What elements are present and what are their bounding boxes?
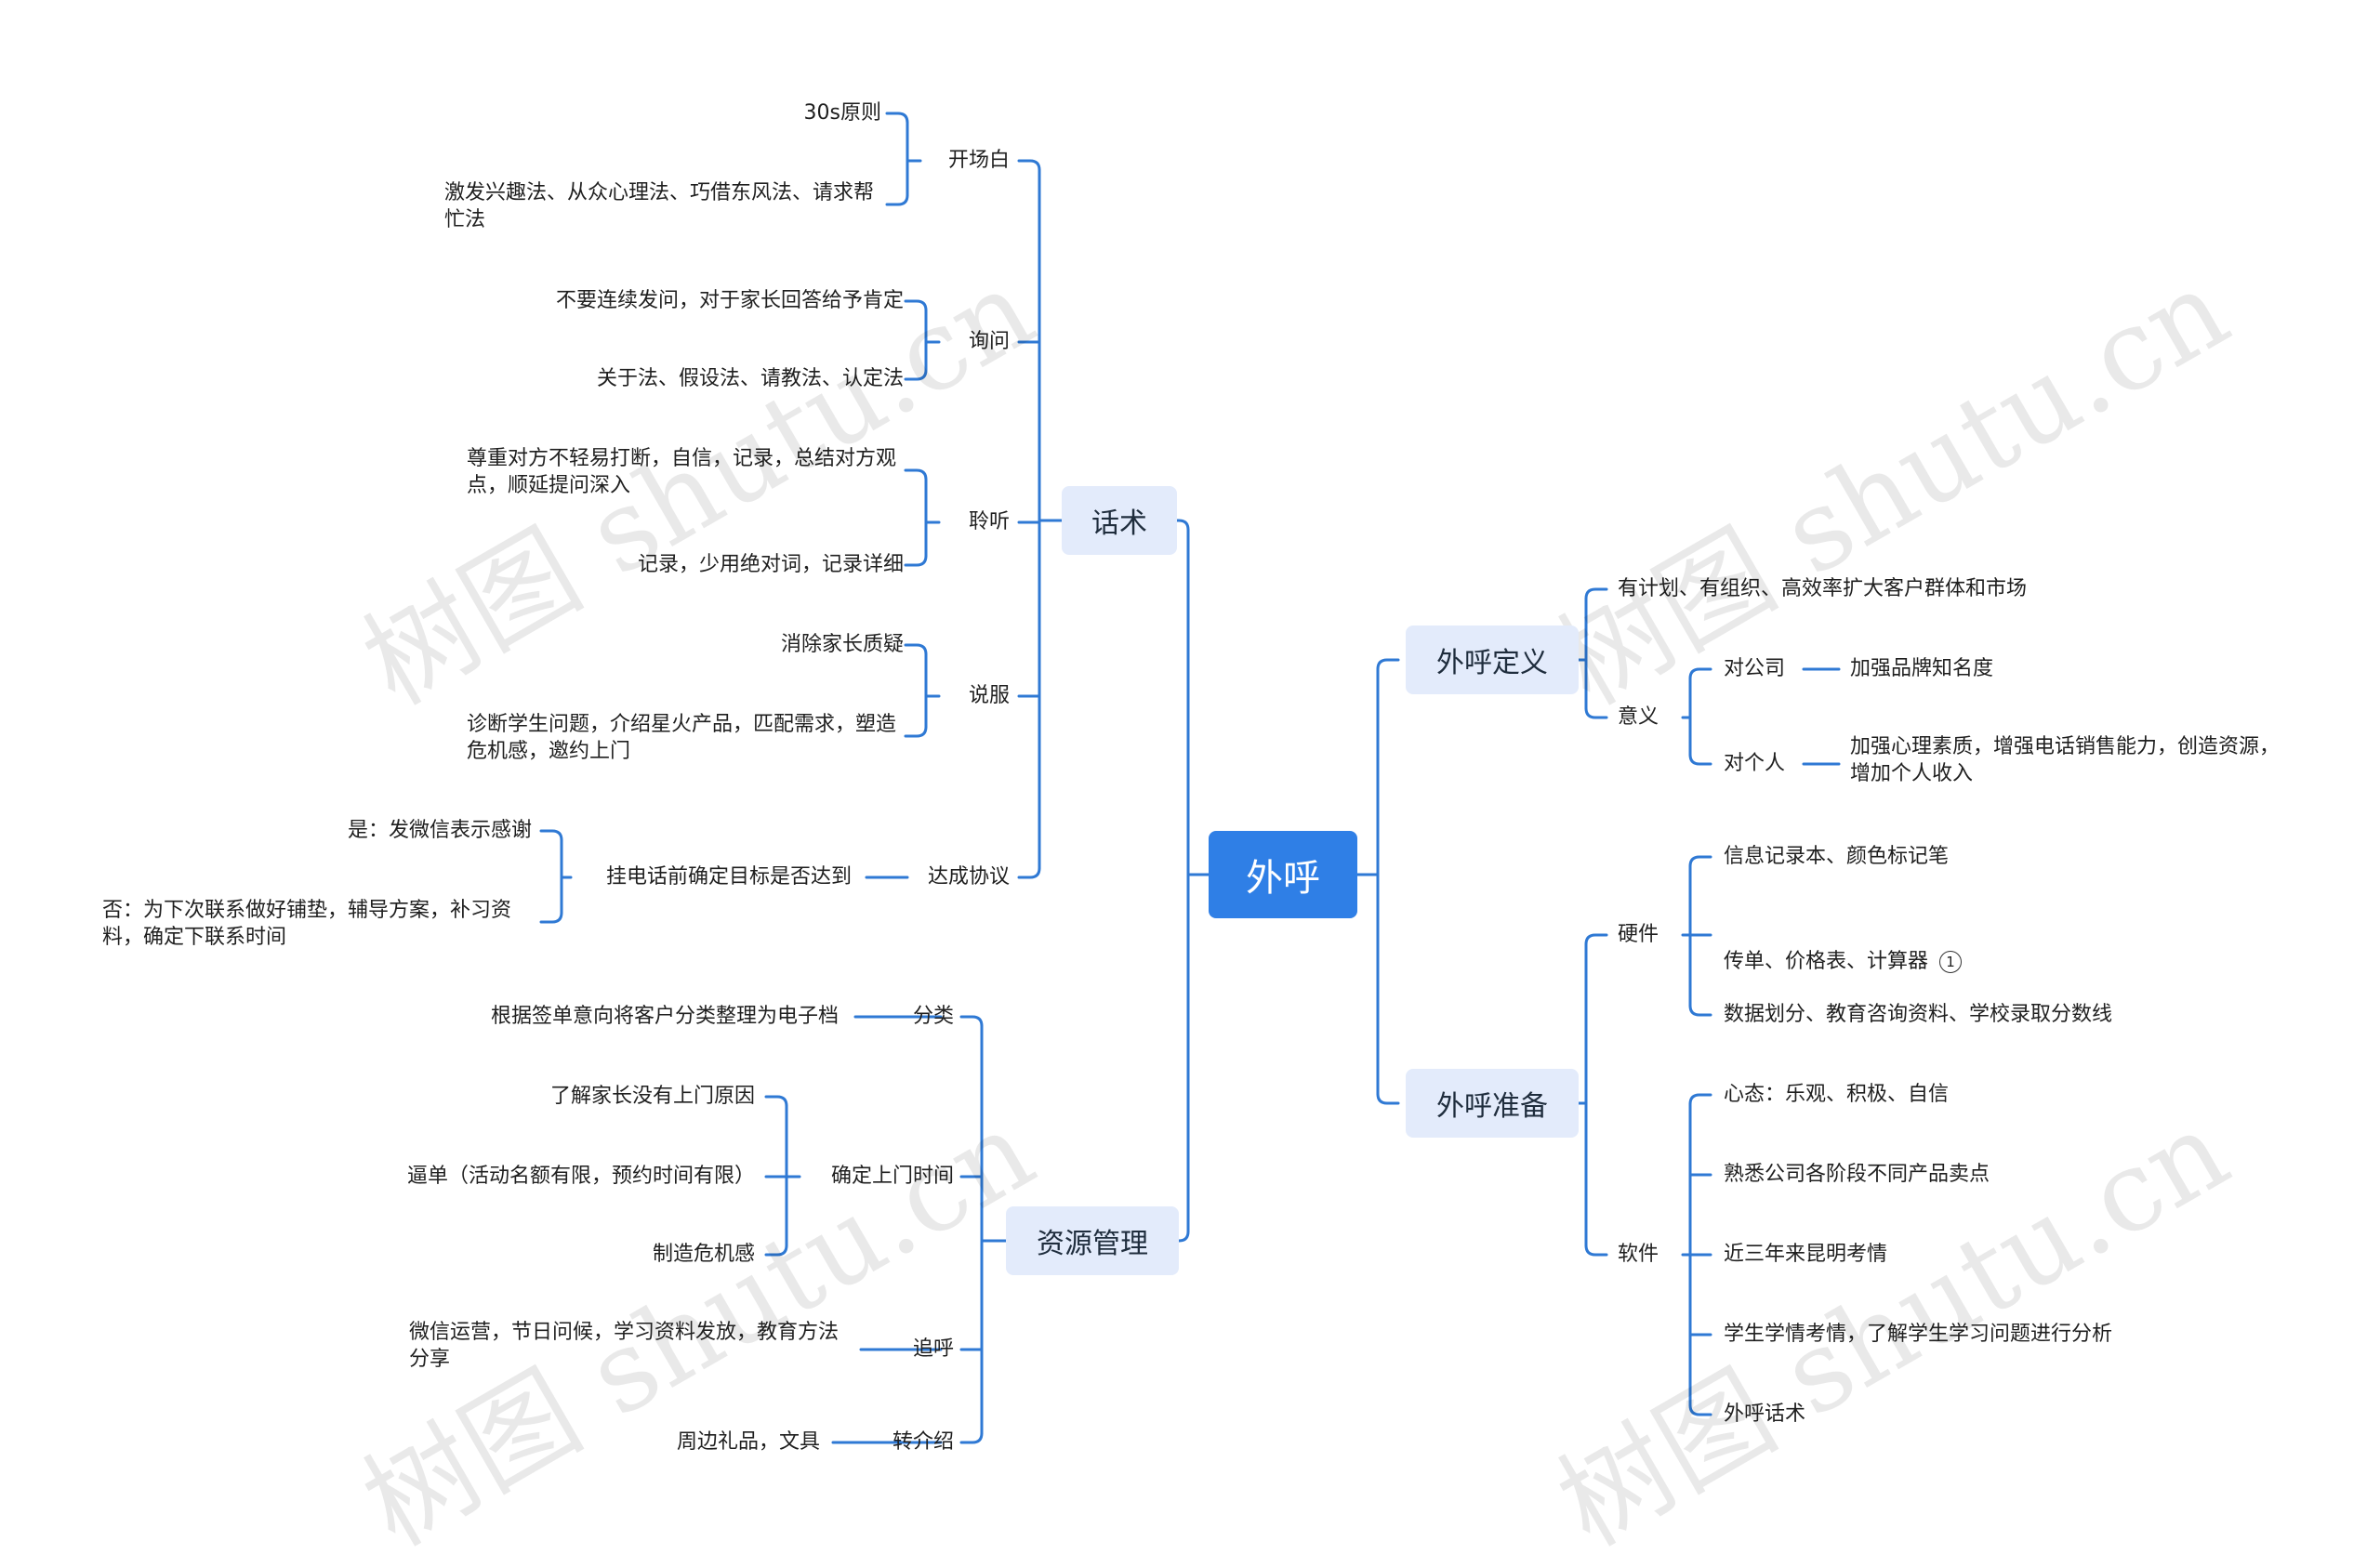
queding-branch xyxy=(764,1244,788,1257)
kaichangbai-branch xyxy=(885,193,909,206)
kaichangbai-branch xyxy=(885,112,909,125)
leaf-waihu-huashu: 外呼话术 xyxy=(1724,1403,1806,1426)
ruanjian-branch xyxy=(1688,1403,1712,1416)
leaf-jilu: 记录，少用绝对词，记录详细 xyxy=(637,553,904,576)
topic-fenlei[interactable]: 分类 xyxy=(912,1005,954,1028)
center-node[interactable]: 外呼 xyxy=(1209,831,1357,918)
leaf-fou: 否：为下次联系做好铺垫，辅导方案，补习资料，确定下联系时间 xyxy=(102,899,512,949)
leaf-shi: 是：发微信表示感谢 xyxy=(347,819,532,842)
lingting-branch xyxy=(904,468,928,481)
leaf-jifa: 激发兴趣法、从众心理法、巧借东风法、请求帮忙法 xyxy=(444,181,875,231)
leaf-liaojie: 了解家长没有上门原因 xyxy=(549,1085,755,1108)
topic-xunwen[interactable]: 询问 xyxy=(968,330,1010,353)
shuofu-branch xyxy=(904,643,928,656)
leaf-30s: 30s原则 xyxy=(803,101,881,125)
topic-ruanjian[interactable]: 软件 xyxy=(1618,1243,1659,1266)
xunwen-branch xyxy=(904,299,928,312)
topic-zhuihu[interactable]: 追呼 xyxy=(912,1337,954,1361)
branch-zhunbei[interactable]: 外呼准备 xyxy=(1406,1069,1579,1138)
leaf-zhizao: 制造危机感 xyxy=(652,1243,755,1266)
xunwen-branch xyxy=(904,368,928,381)
yingjian-branch xyxy=(1688,855,1712,868)
leaf-jiaqiang-pinpai: 加强品牌知名度 xyxy=(1850,657,1994,680)
leaf-shuxi: 熟悉公司各阶段不同产品卖点 xyxy=(1724,1163,1990,1186)
yingjian-branch xyxy=(1688,1004,1712,1017)
topic-kaichangbai[interactable]: 开场白 xyxy=(947,149,1010,172)
shuofu-branch xyxy=(904,725,928,738)
leaf-zhenduan: 诊断学生问题，介绍星火产品，匹配需求，塑造危机感，邀约上门 xyxy=(467,713,897,763)
leaf-jiaqiang-xinli: 加强心理素质，增强电话销售能力，创造资源，增加个人收入 xyxy=(1850,735,2281,785)
guadianhua-branch xyxy=(539,911,563,924)
topic-dacheng[interactable]: 达成协议 xyxy=(927,865,1010,889)
leaf-chuandan: 传单、价格表、计算器 1 xyxy=(1724,922,2151,975)
topic-queding[interactable]: 确定上门时间 xyxy=(830,1165,954,1188)
zhunbei-branch xyxy=(1584,1244,1608,1257)
leaf-xiaochu: 消除家长质疑 xyxy=(780,633,904,656)
topic-zhuanjieshao[interactable]: 转介绍 xyxy=(892,1430,954,1454)
leaf-xintai: 心态：乐观、积极、自信 xyxy=(1724,1083,1950,1106)
leaf-youjihua: 有计划、有组织、高效率扩大客户群体和市场 xyxy=(1618,577,2028,600)
ziyuan-branch xyxy=(959,1431,984,1444)
queding-branch xyxy=(764,1095,788,1108)
ruanjian-branch xyxy=(1688,1093,1712,1106)
yiyi-branch xyxy=(1688,753,1712,766)
center-left-branch xyxy=(1166,1230,1190,1243)
guadianhua-branch xyxy=(539,829,563,842)
ziyuan-branch xyxy=(959,1015,984,1028)
leaf-zhoubian: 周边礼品，文具 xyxy=(676,1430,820,1454)
dingyi-branch xyxy=(1584,587,1608,600)
note-badge-icon[interactable]: 1 xyxy=(1939,950,1963,973)
sub-duigongsi[interactable]: 对公司 xyxy=(1724,657,1786,680)
center-right-branch xyxy=(1376,1092,1400,1105)
leaf-shuju: 数据划分、教育咨询资料、学校录取分数线 xyxy=(1724,1003,2113,1026)
leaf-chuandan-text: 传单、价格表、计算器 xyxy=(1724,949,1929,973)
topic-lingting[interactable]: 聆听 xyxy=(968,510,1010,533)
huashu-branch xyxy=(1017,159,1041,172)
topic-yiyi[interactable]: 意义 xyxy=(1618,705,1659,729)
sub-duigeren[interactable]: 对个人 xyxy=(1724,752,1786,775)
leaf-guanyu: 关于法、假设法、请教法、认定法 xyxy=(596,367,904,390)
center-right-branch xyxy=(1376,658,1400,671)
sub-guadianhua[interactable]: 挂电话前确定目标是否达到 xyxy=(605,865,852,889)
lingting-branch xyxy=(904,554,928,567)
zhunbei-branch xyxy=(1584,933,1608,946)
leaf-zunzhong: 尊重对方不轻易打断，自信，记录，总结对方观点，顺延提问深入 xyxy=(467,447,897,497)
branch-dingyi[interactable]: 外呼定义 xyxy=(1406,626,1579,694)
yiyi-branch xyxy=(1688,667,1712,680)
leaf-genju: 根据签单意向将客户分类整理为电子档 xyxy=(490,1005,839,1028)
leaf-weixin: 微信运营，节日问候，学习资料发放，教育方法分享 xyxy=(409,1321,840,1371)
leaf-xuesheng: 学生学情考情，了解学生学习问题进行分析 xyxy=(1724,1323,2113,1346)
leaf-buyao: 不要连续发问，对于家长回答给予肯定 xyxy=(555,289,904,312)
leaf-bidan: 逼单（活动名额有限，预约时间有限） xyxy=(406,1165,755,1188)
topic-yingjian[interactable]: 硬件 xyxy=(1618,923,1659,946)
huashu-branch xyxy=(1017,866,1041,879)
dingyi-branch xyxy=(1584,706,1608,719)
topic-shuofu[interactable]: 说服 xyxy=(968,684,1010,707)
branch-huashu[interactable]: 话术 xyxy=(1062,486,1177,555)
leaf-xinxi: 信息记录本、颜色标记笔 xyxy=(1724,845,1950,868)
branch-ziyuan[interactable]: 资源管理 xyxy=(1006,1206,1179,1275)
center-left-branch xyxy=(1166,519,1190,532)
leaf-jinsannian: 近三年来昆明考情 xyxy=(1724,1243,1888,1266)
